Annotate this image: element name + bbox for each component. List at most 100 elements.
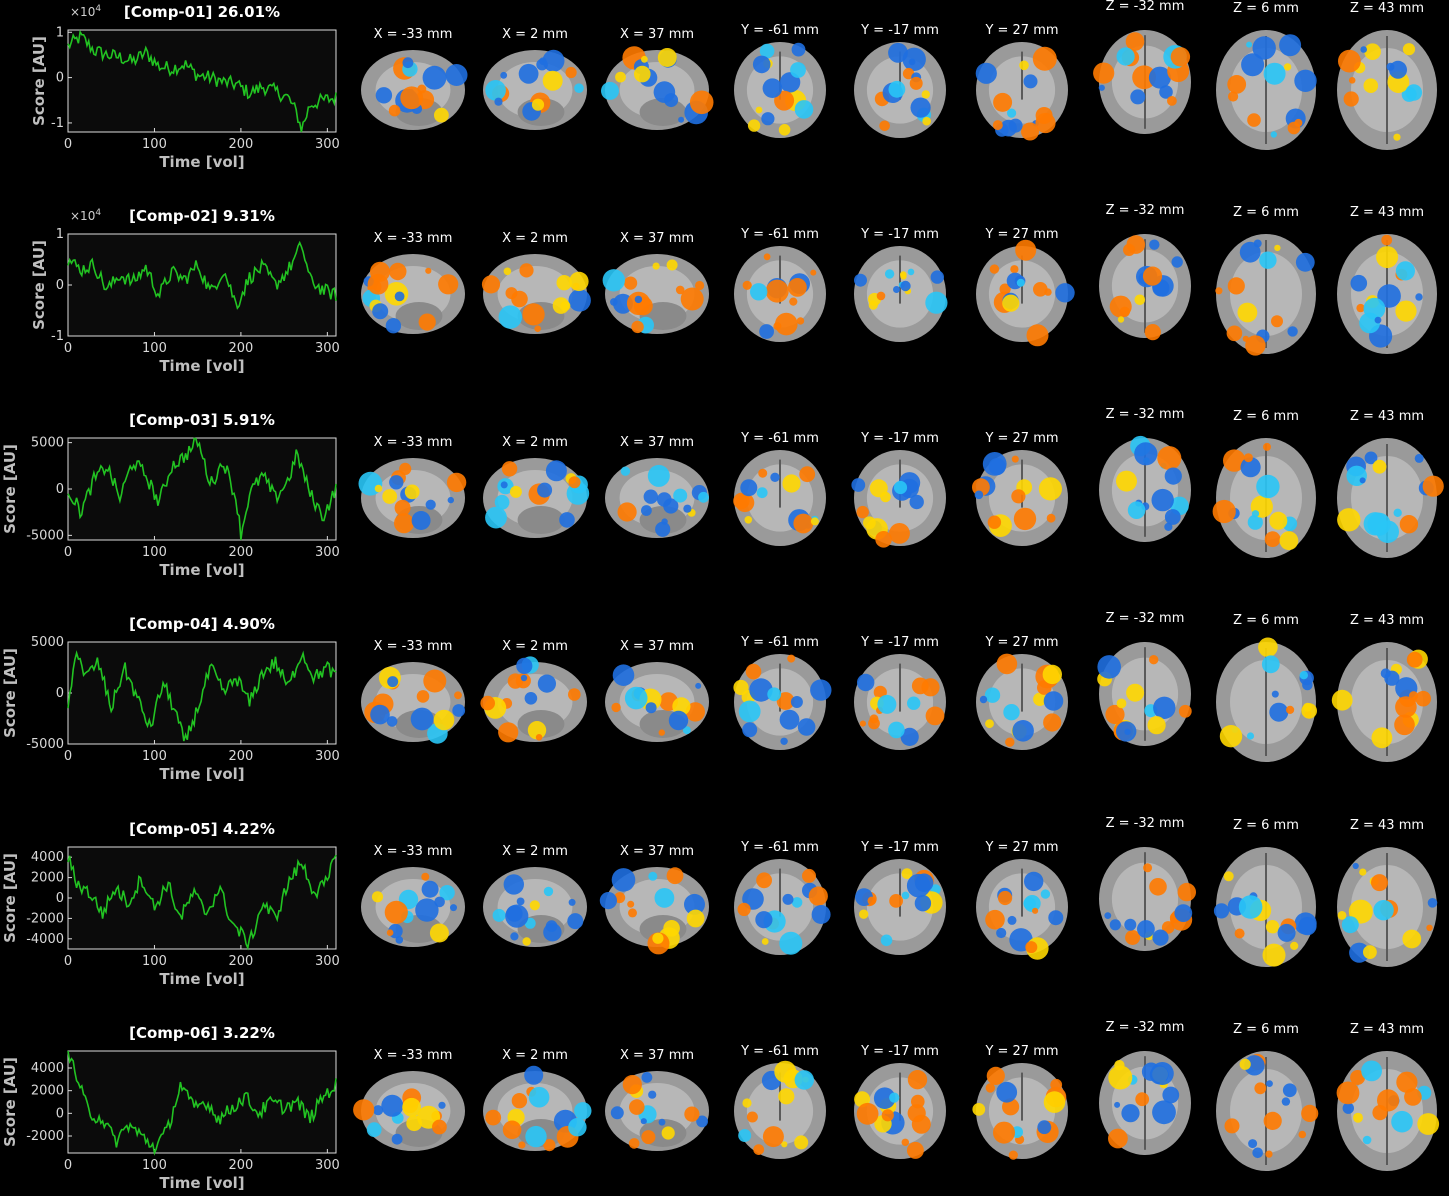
slice-7: Z = -32 mm xyxy=(1093,0,1191,134)
activation-blob xyxy=(658,1118,666,1126)
activation-overlay xyxy=(733,466,819,534)
activation-blob xyxy=(500,71,508,79)
activation-blob xyxy=(1005,737,1015,747)
activation-blob xyxy=(1279,34,1302,57)
coronal-brain-icon xyxy=(976,653,1068,750)
activation-blob xyxy=(567,913,584,930)
activation-overlay xyxy=(854,268,948,314)
activation-blob xyxy=(1422,475,1444,497)
activation-blob xyxy=(1282,1083,1297,1098)
activation-blob xyxy=(1301,1104,1319,1122)
activation-blob xyxy=(875,531,892,548)
slice-label: Z = -32 mm xyxy=(1106,816,1185,831)
activation-blob xyxy=(1361,1060,1382,1082)
activation-blob xyxy=(543,886,554,897)
slice-label: Y = -17 mm xyxy=(860,840,939,855)
slice-7: Z = -32 mm xyxy=(1099,203,1191,341)
activation-blob xyxy=(985,1083,995,1093)
activation-blob xyxy=(402,1097,421,1117)
activation-blob xyxy=(859,720,867,727)
x-tick-label: 100 xyxy=(142,954,167,969)
activation-blob xyxy=(654,888,675,908)
activation-blob xyxy=(879,120,890,132)
activation-blob xyxy=(1381,234,1393,246)
activation-blob xyxy=(1055,283,1075,303)
slice-label: Y = 27 mm xyxy=(984,635,1058,650)
activation-blob xyxy=(906,1141,924,1159)
slice-8: Z = 6 mm xyxy=(1213,818,1317,967)
activation-blob xyxy=(661,1126,675,1140)
activation-blob xyxy=(854,273,867,287)
sagittal-brain-icon xyxy=(605,458,709,538)
activation-blob xyxy=(911,1094,925,1109)
coronal-brain-icon xyxy=(976,239,1075,347)
slice-label: Z = 43 mm xyxy=(1350,409,1424,424)
activation-overlay xyxy=(1093,32,1191,106)
activation-blob xyxy=(1109,919,1121,931)
activation-blob xyxy=(1157,446,1182,471)
activation-blob xyxy=(911,1114,931,1134)
axial-brain-icon xyxy=(1337,438,1444,558)
activation-blob xyxy=(930,270,944,284)
activation-blob xyxy=(1343,91,1359,107)
slice-label: Y = 27 mm xyxy=(984,431,1058,446)
activation-overlay xyxy=(1337,862,1438,963)
activation-blob xyxy=(534,325,541,333)
sagittal-brain-icon xyxy=(358,458,467,538)
activation-blob xyxy=(742,722,758,738)
activation-blob xyxy=(498,305,522,329)
activation-blob xyxy=(652,262,660,270)
activation-blob xyxy=(373,1105,384,1116)
activation-blob xyxy=(394,499,411,516)
activation-blob xyxy=(425,267,432,274)
activation-blob xyxy=(1043,713,1062,732)
activation-blob xyxy=(810,517,819,526)
axial-brain-icon xyxy=(1099,1051,1191,1155)
activation-blob xyxy=(492,908,506,922)
activation-overlay xyxy=(1109,235,1183,341)
activation-blob xyxy=(1239,1058,1251,1070)
y-tick-label: 4000 xyxy=(31,850,64,865)
activation-blob xyxy=(450,904,457,912)
activation-blob xyxy=(446,472,467,493)
activation-overlay xyxy=(362,261,459,334)
slice-9: Z = 43 mm xyxy=(1337,1,1437,150)
activation-overlay xyxy=(989,239,1075,347)
activation-blob xyxy=(859,909,869,919)
activation-blob xyxy=(1349,942,1370,963)
activation-blob xyxy=(610,1106,624,1120)
activation-blob xyxy=(624,686,648,710)
activation-blob xyxy=(1271,315,1283,328)
slice-label: X = 37 mm xyxy=(620,27,694,42)
activation-blob xyxy=(779,931,803,955)
cerebellum xyxy=(395,302,443,330)
y-tick-label: 1 xyxy=(56,25,64,40)
activation-blob xyxy=(438,1101,446,1109)
activation-blob xyxy=(503,267,512,276)
activation-blob xyxy=(1162,1086,1180,1104)
x-tick-label: 100 xyxy=(142,137,167,152)
activation-blob xyxy=(1258,637,1278,658)
activation-blob xyxy=(657,48,677,67)
activation-blob xyxy=(518,63,539,84)
activation-overlay xyxy=(985,871,1064,960)
activation-blob xyxy=(1042,664,1063,685)
activation-blob xyxy=(744,516,753,524)
activation-blob xyxy=(516,657,533,675)
activation-blob xyxy=(1302,679,1313,691)
activation-blob xyxy=(545,460,567,482)
activation-blob xyxy=(1164,522,1173,532)
activation-overlay xyxy=(358,462,467,534)
activation-blob xyxy=(529,900,540,911)
slice-5: Y = -17 mm xyxy=(854,635,946,750)
activation-blob xyxy=(506,905,523,922)
slice-label: Y = -61 mm xyxy=(740,635,819,650)
activation-blob xyxy=(738,700,761,723)
activation-blob xyxy=(652,932,664,944)
y-tick-label: -2000 xyxy=(26,1129,64,1144)
activation-overlay xyxy=(617,464,709,537)
activation-blob xyxy=(516,897,525,906)
